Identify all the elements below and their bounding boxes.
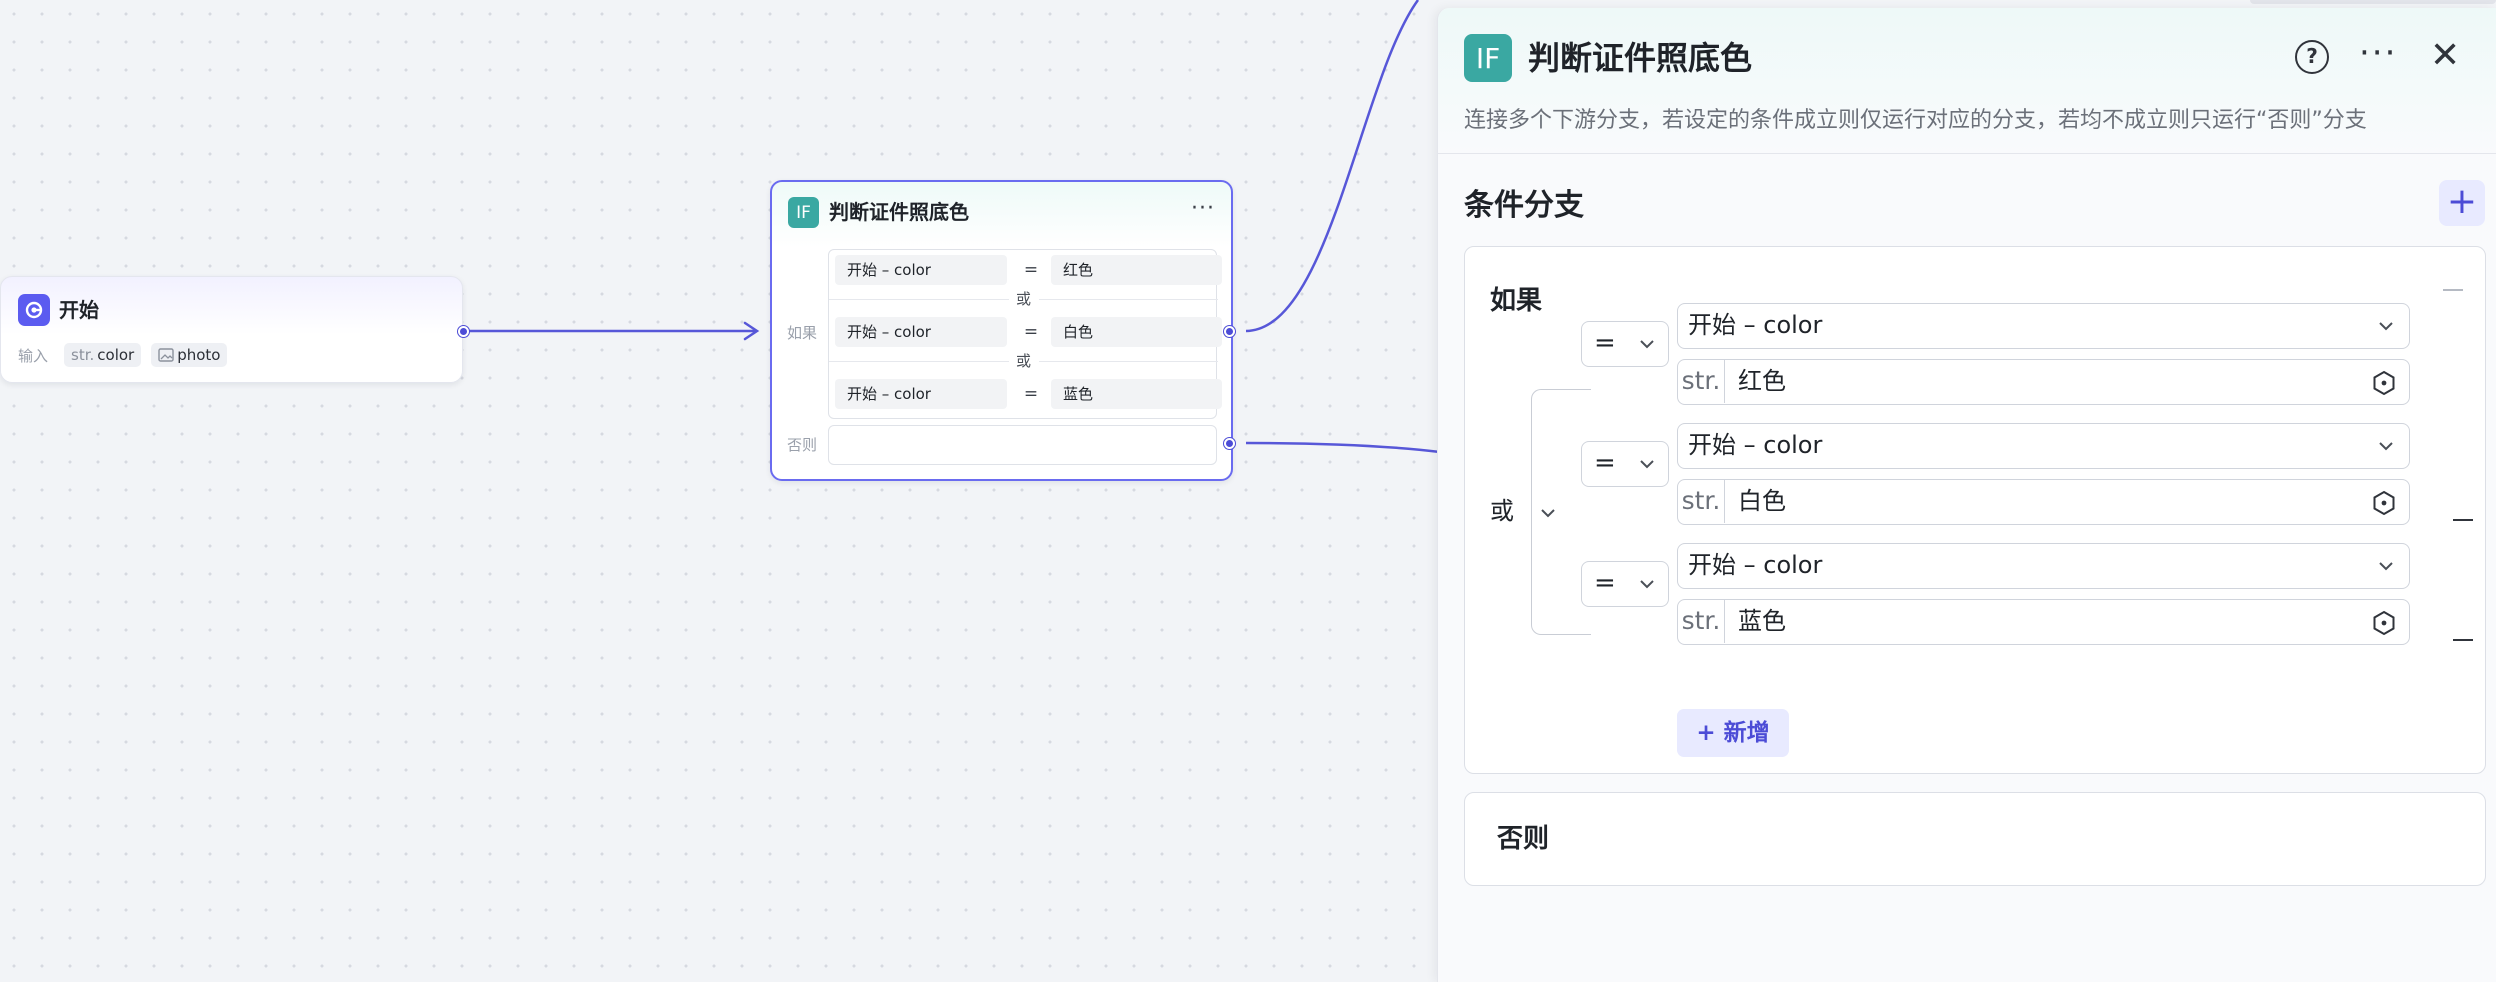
input-chip-photo: photo — [151, 343, 228, 367]
operator-select[interactable]: = — [1581, 441, 1669, 487]
edge-if-to-branch — [1245, 0, 1420, 333]
value-text: 蓝色 — [1738, 607, 1786, 635]
value-input[interactable]: str. 蓝色 — [1677, 599, 2410, 645]
panel-header: IF 判断证件照底色 ? ··· ✕ 连接多个下游分支，若设定的条件成立则仅运行… — [1438, 8, 2496, 154]
condition-row: 开始 – color = 白色 — [835, 317, 1222, 347]
start-node-title: 开始 — [59, 298, 99, 322]
condition-value: 蓝色 — [1051, 379, 1222, 409]
workflow-edges — [468, 0, 1440, 454]
start-icon — [18, 294, 50, 326]
else-branch-card: 否则 — [1464, 792, 2486, 886]
input-name: color — [97, 346, 135, 364]
value-text: 红色 — [1738, 367, 1786, 395]
condition-variable: 开始 – color — [835, 317, 1007, 347]
chevron-down-icon — [2379, 562, 2393, 571]
panel-description: 连接多个下游分支，若设定的条件成立则仅运行对应的分支，若均不成立则只运行“否则”… — [1464, 108, 2367, 133]
variable-select[interactable]: 开始 – color — [1677, 303, 2410, 349]
canvas-corner-hint — [2250, 0, 2496, 4]
condition-operator: = — [1023, 260, 1039, 280]
if-branch-title: 如果 — [1490, 286, 1543, 316]
help-icon[interactable]: ? — [2295, 40, 2329, 74]
if-icon: IF — [1464, 34, 1512, 82]
image-icon — [158, 348, 174, 362]
start-output-port[interactable] — [458, 326, 469, 337]
value-type-label: str. — [1678, 360, 1725, 403]
condition-value: 白色 — [1051, 317, 1222, 347]
value-input[interactable]: str. 红色 — [1677, 359, 2410, 405]
minus-icon[interactable] — [2453, 639, 2473, 641]
input-label: 输入 — [18, 346, 49, 365]
if-branch-card: 如果 或 = 开始 – color str. 红色 = 开始 – color — [1464, 246, 2486, 774]
condition-row: 开始 – color = 红色 — [835, 255, 1222, 285]
edge-arrowhead — [743, 321, 760, 341]
else-label: 否则 — [787, 436, 818, 454]
minus-icon[interactable] — [2453, 519, 2473, 521]
start-node-inputs: 输入 str. color photo — [18, 343, 228, 367]
else-branch-title: 否则 — [1497, 824, 1550, 854]
collapse-icon[interactable] — [2443, 289, 2463, 291]
operator-select[interactable]: = — [1581, 321, 1669, 367]
chevron-down-icon — [2379, 442, 2393, 451]
edge-else-to-branch — [1245, 441, 1440, 454]
section-title: 条件分支 — [1464, 188, 1584, 223]
if-node-title: 判断证件照底色 — [829, 200, 969, 224]
more-icon[interactable]: ··· — [1191, 196, 1215, 221]
variable-select[interactable]: 开始 – color — [1677, 543, 2410, 589]
input-chip-color: str. color — [64, 343, 142, 367]
else-output-port[interactable] — [1224, 438, 1235, 449]
input-type-prefix: str. — [71, 346, 95, 364]
add-condition-button[interactable]: + 新增 — [1677, 709, 1789, 757]
operator-select[interactable]: = — [1581, 561, 1669, 607]
more-icon[interactable]: ··· — [2359, 33, 2398, 73]
value-input[interactable]: str. 白色 — [1677, 479, 2410, 525]
variable-select[interactable]: 开始 – color — [1677, 423, 2410, 469]
logic-bracket — [1531, 389, 1591, 635]
or-separator: 或 — [829, 288, 1218, 310]
chevron-down-icon — [1640, 460, 1654, 469]
chevron-down-icon[interactable] — [1537, 502, 1559, 524]
if-output-port[interactable] — [1224, 326, 1235, 337]
condition-row: 开始 – color = 蓝色 — [835, 379, 1222, 409]
condition-variable: 开始 – color — [835, 379, 1007, 409]
variable-icon[interactable] — [2371, 490, 2397, 516]
panel-title[interactable]: 判断证件照底色 — [1528, 39, 1753, 77]
value-type-label: str. — [1678, 600, 1725, 643]
variable-icon[interactable] — [2371, 610, 2397, 636]
chevron-down-icon — [1640, 340, 1654, 349]
if-icon: IF — [788, 197, 819, 228]
logic-operator-select[interactable]: 或 — [1490, 497, 1514, 525]
condition-variable: 开始 – color — [835, 255, 1007, 285]
node-config-panel: IF 判断证件照底色 ? ··· ✕ 连接多个下游分支，若设定的条件成立则仅运行… — [1437, 8, 2496, 982]
condition-operator: = — [1023, 384, 1039, 404]
start-node[interactable]: 开始 输入 str. color photo — [0, 276, 463, 383]
if-node[interactable]: IF 判断证件照底色 ··· 如果 开始 – color = 红色 或 开始 –… — [770, 180, 1233, 481]
close-icon[interactable]: ✕ — [2430, 35, 2461, 76]
else-box — [828, 425, 1217, 465]
or-separator: 或 — [829, 350, 1218, 372]
condition-value: 红色 — [1051, 255, 1222, 285]
add-branch-button[interactable]: + — [2439, 180, 2485, 226]
conditions-box: 开始 – color = 红色 或 开始 – color = 白色 或 开始 –… — [828, 249, 1222, 419]
input-name: photo — [177, 346, 221, 364]
value-type-label: str. — [1678, 480, 1725, 523]
value-text: 白色 — [1738, 487, 1786, 515]
if-label: 如果 — [787, 324, 818, 342]
condition-operator: = — [1023, 322, 1039, 342]
chevron-down-icon — [2379, 322, 2393, 331]
variable-icon[interactable] — [2371, 370, 2397, 396]
chevron-down-icon — [1640, 580, 1654, 589]
